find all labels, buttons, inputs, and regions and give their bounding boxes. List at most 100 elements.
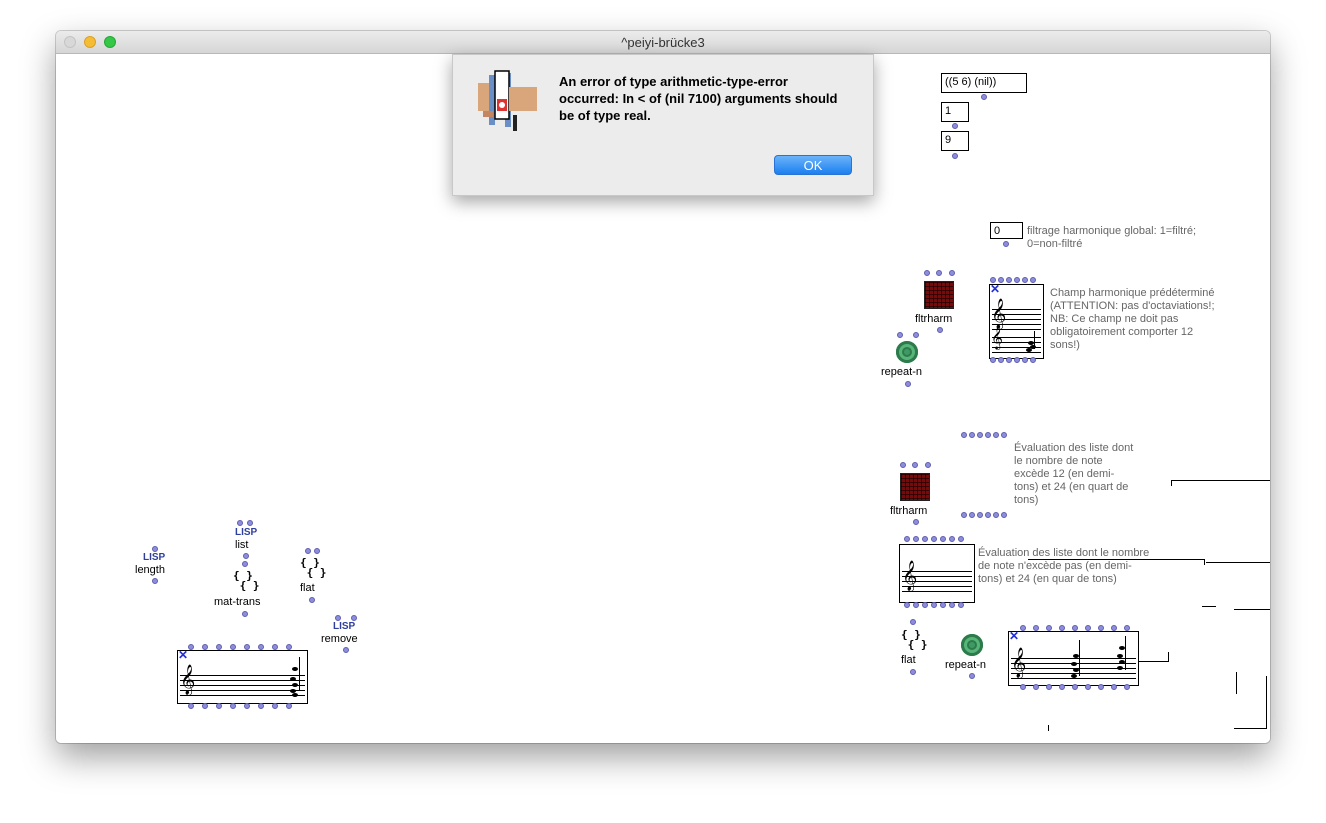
inlet[interactable] xyxy=(993,432,999,438)
outlet[interactable] xyxy=(1072,684,1078,690)
minimize-window-button[interactable] xyxy=(84,36,96,48)
inlet[interactable] xyxy=(242,561,248,567)
inlet[interactable] xyxy=(969,432,975,438)
lisp-icon[interactable]: LISP xyxy=(143,552,166,563)
outlet[interactable] xyxy=(904,602,910,608)
outlet[interactable] xyxy=(922,602,928,608)
inlet[interactable] xyxy=(990,277,996,283)
chord-editor-box[interactable]: ✕ 𝄞 𝄞 xyxy=(989,283,1044,359)
outlet[interactable] xyxy=(937,327,943,333)
inlet[interactable] xyxy=(922,536,928,542)
inlet[interactable] xyxy=(940,536,946,542)
close-mark-icon[interactable]: ✕ xyxy=(178,648,189,662)
inlet[interactable] xyxy=(961,432,967,438)
inlet[interactable] xyxy=(910,619,916,625)
outlet[interactable] xyxy=(152,578,158,584)
outlet[interactable] xyxy=(1111,684,1117,690)
inlet[interactable] xyxy=(237,520,243,526)
connection-wire[interactable] xyxy=(1028,559,1204,560)
connection-wire[interactable] xyxy=(1048,725,1049,731)
inlet[interactable] xyxy=(1046,625,1052,631)
inlet[interactable] xyxy=(949,270,955,276)
outlet[interactable] xyxy=(1003,241,1009,247)
inlet[interactable] xyxy=(913,536,919,542)
repeat-n-icon[interactable] xyxy=(961,634,983,656)
inlet[interactable] xyxy=(314,548,320,554)
inlet[interactable] xyxy=(985,432,991,438)
inlet[interactable] xyxy=(1020,625,1026,631)
outlet[interactable] xyxy=(243,553,249,559)
connection-wire[interactable] xyxy=(1234,728,1267,729)
zoom-window-button[interactable] xyxy=(104,36,116,48)
flat-brackets-icon[interactable]: { } { } xyxy=(901,628,928,651)
outlet[interactable] xyxy=(309,597,315,603)
outlet[interactable] xyxy=(1124,684,1130,690)
inlet[interactable] xyxy=(931,536,937,542)
connection-wire[interactable] xyxy=(1266,676,1267,728)
outlet[interactable] xyxy=(958,602,964,608)
outlet[interactable] xyxy=(272,703,278,709)
outlet[interactable] xyxy=(1033,684,1039,690)
outlet[interactable] xyxy=(1014,357,1020,363)
inlet[interactable] xyxy=(924,270,930,276)
lisp-icon[interactable]: LISP xyxy=(333,621,356,632)
outlet[interactable] xyxy=(910,669,916,675)
outlet[interactable] xyxy=(244,703,250,709)
outlet[interactable] xyxy=(977,512,983,518)
close-mark-icon[interactable]: ✕ xyxy=(1009,629,1020,643)
value-box-0[interactable]: 0 xyxy=(990,222,1023,239)
outlet[interactable] xyxy=(188,703,194,709)
outlet[interactable] xyxy=(1085,684,1091,690)
inlet[interactable] xyxy=(202,644,208,650)
connection-wire[interactable] xyxy=(1204,559,1205,565)
inlet[interactable] xyxy=(958,536,964,542)
mat-trans-brackets-icon[interactable]: { } { } xyxy=(233,569,260,592)
outlet[interactable] xyxy=(949,602,955,608)
outlet[interactable] xyxy=(1022,357,1028,363)
inlet[interactable] xyxy=(305,548,311,554)
inlet[interactable] xyxy=(247,520,253,526)
connection-wire[interactable] xyxy=(1171,480,1270,481)
outlet[interactable] xyxy=(1001,512,1007,518)
outlet[interactable] xyxy=(931,602,937,608)
chord-editor-box[interactable]: 𝄞 xyxy=(899,544,975,603)
title-bar[interactable]: ^peiyi-brücke3 xyxy=(56,31,1270,54)
outlet[interactable] xyxy=(1098,684,1104,690)
inlet[interactable] xyxy=(286,644,292,650)
patch-canvas[interactable]: ((5 6) (nil)) 1 9 0 filtrage harmonique … xyxy=(56,54,1270,743)
outlet[interactable] xyxy=(343,647,349,653)
outlet[interactable] xyxy=(990,357,996,363)
outlet[interactable] xyxy=(286,703,292,709)
outlet[interactable] xyxy=(913,602,919,608)
flat-brackets-icon[interactable]: { } { } xyxy=(300,556,327,579)
outlet[interactable] xyxy=(913,519,919,525)
inlet[interactable] xyxy=(912,462,918,468)
inlet[interactable] xyxy=(897,332,903,338)
inlet[interactable] xyxy=(1124,625,1130,631)
connection-wire[interactable] xyxy=(1171,480,1172,486)
outlet[interactable] xyxy=(981,94,987,100)
inlet[interactable] xyxy=(1072,625,1078,631)
inlet[interactable] xyxy=(351,615,357,621)
close-window-button[interactable] xyxy=(64,36,76,48)
inlet[interactable] xyxy=(1085,625,1091,631)
outlet[interactable] xyxy=(230,703,236,709)
fltrharm-icon[interactable] xyxy=(924,281,954,309)
inlet[interactable] xyxy=(258,644,264,650)
outlet[interactable] xyxy=(969,673,975,679)
value-box-1[interactable]: 1 xyxy=(941,102,969,122)
fltrharm-icon[interactable] xyxy=(900,473,930,501)
outlet[interactable] xyxy=(202,703,208,709)
inlet[interactable] xyxy=(1059,625,1065,631)
inlet[interactable] xyxy=(335,615,341,621)
inlet[interactable] xyxy=(1006,277,1012,283)
outlet[interactable] xyxy=(1059,684,1065,690)
outlet[interactable] xyxy=(242,611,248,617)
inlet[interactable] xyxy=(188,644,194,650)
inlet[interactable] xyxy=(949,536,955,542)
chord-seq-editor-box[interactable]: ✕ 𝄞 xyxy=(177,648,308,704)
inlet[interactable] xyxy=(244,644,250,650)
lisp-icon[interactable]: LISP xyxy=(235,527,258,538)
inlet[interactable] xyxy=(1014,277,1020,283)
inlet[interactable] xyxy=(1098,625,1104,631)
